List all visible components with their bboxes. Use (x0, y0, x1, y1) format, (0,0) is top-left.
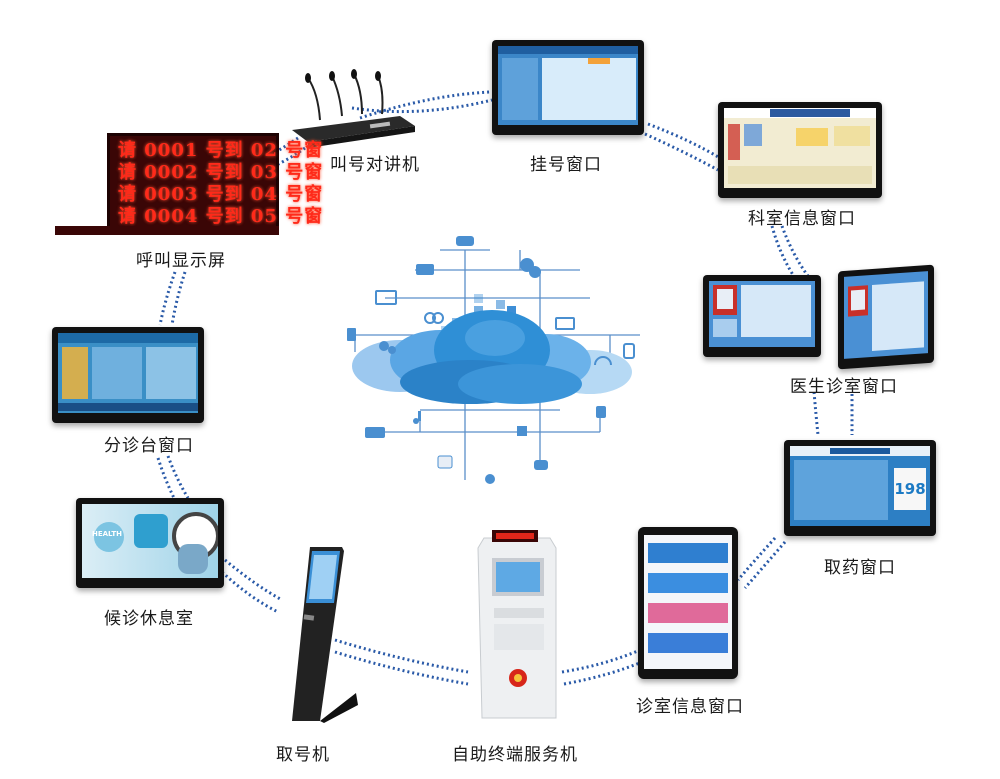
label-self-service-kiosk: 自助终端服务机 (452, 745, 578, 765)
microphone-icon (292, 69, 415, 148)
cloud-shapes (352, 310, 632, 404)
kiosk-icon (477, 530, 557, 719)
waiting-screen-text: HEALTH (92, 530, 122, 538)
link-kiosk-roominfo (561, 648, 641, 674)
ticket-machine-icon (292, 547, 358, 723)
mini-led-2 (111, 226, 167, 235)
mini-led-strips (55, 226, 279, 236)
pharmacy-screen: 198 (790, 446, 930, 526)
link-department-doctor (770, 225, 797, 279)
network-icons (347, 236, 635, 484)
label-call-intercom: 叫号对讲机 (330, 155, 420, 175)
mini-led-4 (223, 226, 279, 235)
doctor-room-monitor-2 (838, 264, 934, 370)
label-room-info-window: 诊室信息窗口 (636, 697, 744, 717)
car-icon (456, 236, 474, 246)
pharmacy-number: 198 (894, 480, 926, 498)
label-registration-window: 挂号窗口 (530, 155, 602, 175)
call-display-row-1: 请 0001 号到 02 号窗 (118, 140, 324, 161)
waiting-lounge-screen: HEALTH (82, 504, 218, 578)
ticket-machine (280, 543, 360, 723)
chat-bubble-icon (529, 266, 541, 278)
label-ticket-machine: 取号机 (276, 745, 330, 765)
link-waiting-ticket (224, 558, 283, 602)
headphones-icon (594, 356, 612, 366)
laptop-icon (555, 317, 575, 330)
label-triage-desk-window: 分诊台窗口 (104, 436, 194, 456)
dotted-links (156, 90, 854, 686)
label-department-info-window: 科室信息窗口 (748, 209, 856, 229)
doctor-room-monitor-1 (703, 275, 821, 357)
link-pharmacy-roominfo (736, 536, 777, 581)
label-waiting-lounge: 候诊休息室 (104, 609, 194, 629)
self-service-kiosk (470, 528, 565, 723)
bus-icon (416, 264, 434, 275)
cup-icon (437, 455, 453, 469)
mini-led-1 (55, 226, 111, 235)
speaker-icon (347, 328, 356, 341)
room-info-tablet (638, 527, 738, 679)
room-info-screen (644, 535, 732, 669)
pin-icon (517, 426, 527, 436)
link-ticket-kiosk (334, 638, 469, 674)
music-icon (418, 411, 421, 421)
link-department-doctor-2 (780, 225, 810, 277)
robot-icon (534, 460, 548, 470)
call-display-row-4: 请 0004 号到 05 号窗 (118, 206, 324, 227)
department-info-screen (724, 108, 876, 188)
link-display-triage (158, 271, 177, 326)
link-intercom-display (261, 136, 299, 162)
triage-desk-screen (58, 333, 198, 413)
watch-icon (596, 406, 606, 418)
link-ticket-kiosk-2 (334, 650, 469, 686)
call-display-row-3: 请 0003 号到 04 号窗 (118, 184, 324, 205)
registration-screen (498, 46, 638, 125)
link-intercom-registration (359, 90, 491, 120)
triage-desk-monitor (52, 327, 204, 423)
department-info-monitor (718, 102, 882, 198)
label-pharmacy-window: 取药窗口 (824, 558, 896, 578)
label-call-display: 呼叫显示屏 (136, 251, 226, 271)
link-waiting-ticket-2 (220, 570, 279, 614)
tablet-icon (623, 343, 635, 359)
bulb-icon (485, 474, 495, 484)
link-icon (424, 312, 436, 324)
link-intercom-registration-2 (351, 98, 493, 114)
mini-led-3 (167, 226, 223, 235)
cloud-network (347, 236, 640, 484)
pharmacy-monitor: 198 (784, 440, 936, 536)
call-display-row-2: 请 0002 号到 03 号窗 (118, 162, 324, 183)
link-intercom-display-2 (269, 146, 306, 170)
truck-icon (365, 427, 385, 438)
link-display-triage-2 (170, 271, 187, 326)
monitor-icon (375, 290, 397, 305)
doctor-room-screen-2 (844, 271, 928, 359)
doctor-room-screen-1 (709, 281, 815, 347)
link-pharmacy-roominfo-2 (743, 541, 787, 589)
registration-monitor (492, 40, 644, 135)
link-triage-waiting (156, 457, 177, 501)
users-icon (379, 341, 389, 351)
label-doctor-room-window: 医生诊室窗口 (790, 377, 898, 397)
link-kiosk-roominfo-2 (563, 660, 643, 686)
call-display-board: 请 0001 号到 02 号窗 请 0002 号到 03 号窗 请 0003 号… (107, 133, 324, 235)
call-intercom-device (290, 68, 420, 148)
link-doctor-pharmacy (812, 391, 820, 436)
waiting-lounge-monitor: HEALTH (76, 498, 224, 588)
